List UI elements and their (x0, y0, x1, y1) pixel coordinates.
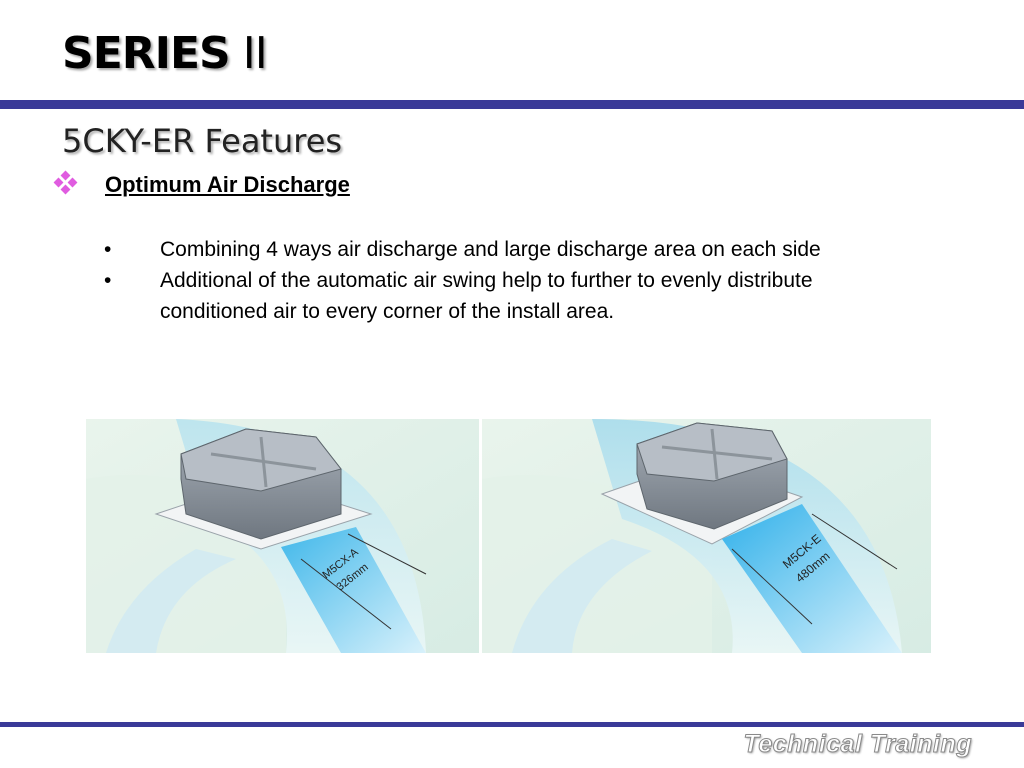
title-bold: SERIES (62, 28, 231, 79)
title-rest: II (229, 28, 268, 79)
list-item: • Combining 4 ways air discharge and lar… (100, 234, 860, 265)
header-divider (0, 100, 1024, 109)
list-item-text: Combining 4 ways air discharge and large… (160, 238, 821, 261)
slide-title: SERIES II (62, 28, 268, 79)
footer-divider (0, 722, 1024, 727)
bullet-dot: • (104, 269, 112, 292)
cassette-illustration-b: M5CK-E 480mm (482, 419, 931, 653)
footer-label: Technical Training (743, 730, 972, 759)
section-heading-text: Optimum Air Discharge (105, 172, 350, 197)
cassette-illustration-a: M5CX-A 326mm (86, 419, 479, 653)
list-item-text: Additional of the automatic air swing he… (160, 269, 813, 323)
bullet-dot: • (104, 238, 112, 261)
bullet-list: • Combining 4 ways air discharge and lar… (100, 234, 860, 327)
slide-subtitle: 5CKY-ER Features (62, 122, 343, 160)
section-heading: Optimum Air Discharge (53, 170, 350, 197)
four-diamond-bullet-icon (53, 170, 78, 195)
list-item: • Additional of the automatic air swing … (100, 265, 860, 327)
